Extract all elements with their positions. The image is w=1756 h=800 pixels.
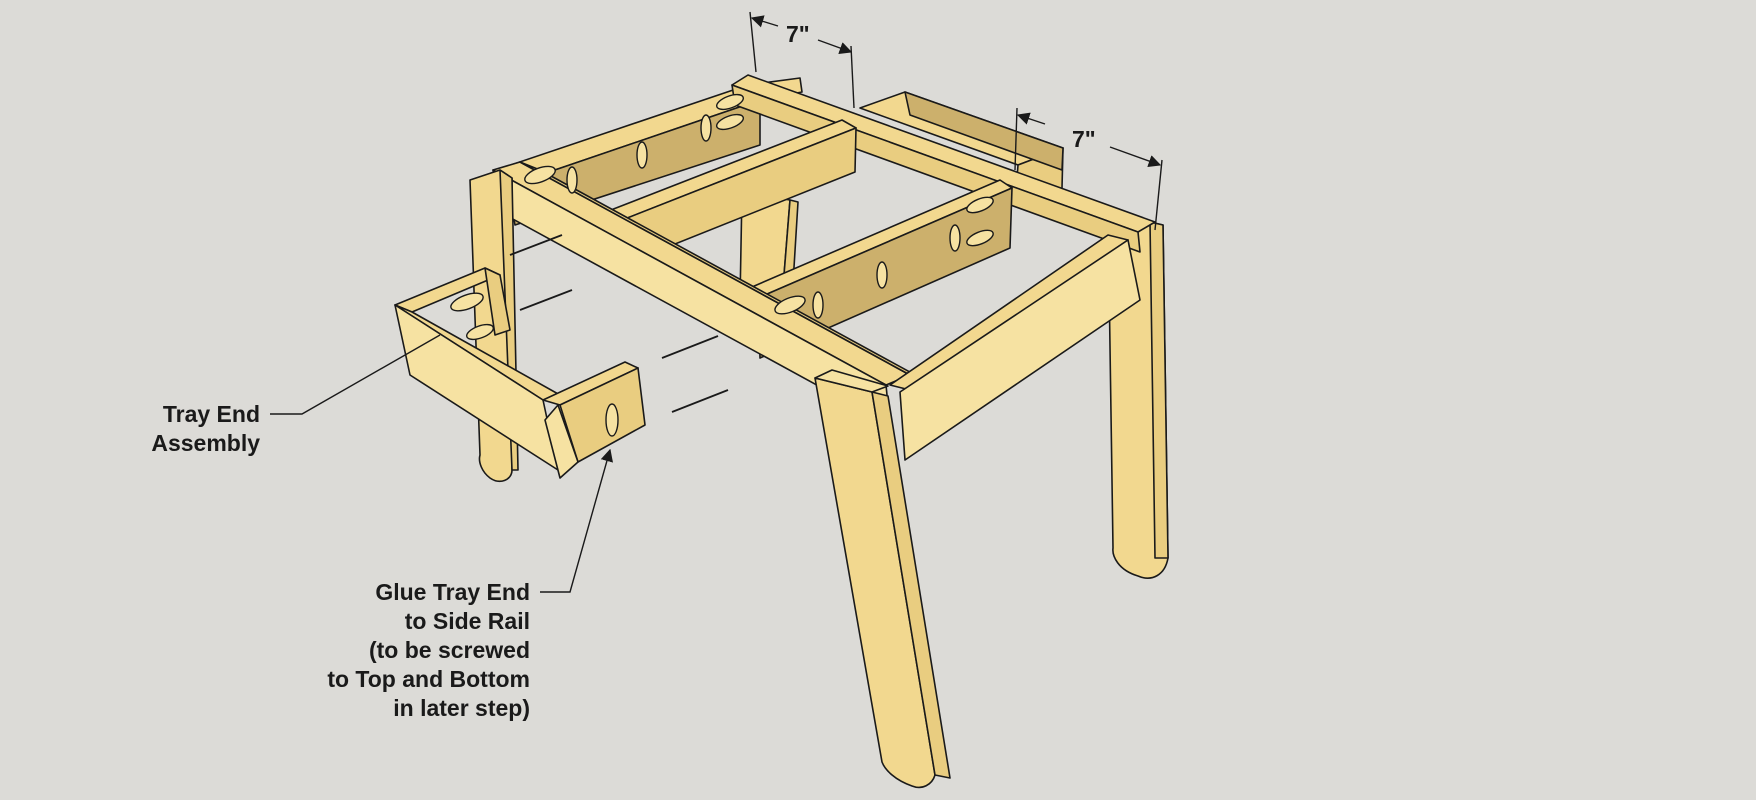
front-right-rail xyxy=(889,234,1141,461)
pocket-hole xyxy=(524,165,556,185)
alignment-dash xyxy=(519,289,573,311)
callout-line: Glue Tray End xyxy=(375,579,530,605)
tray-end-assembly xyxy=(394,267,646,479)
extension-line xyxy=(1014,107,1018,171)
callout-line: in later step) xyxy=(393,695,530,721)
alignment-guides xyxy=(509,234,729,413)
glue-leader xyxy=(540,448,613,593)
pocket-hole xyxy=(774,295,806,315)
extension-line xyxy=(1154,159,1163,231)
pocket-holes xyxy=(450,93,994,437)
pocket-hole xyxy=(566,166,578,194)
tray-end-leader xyxy=(270,334,441,415)
extension-line xyxy=(850,45,855,109)
front-right-leg xyxy=(814,369,951,789)
callout-line: to Top and Bottom xyxy=(327,666,530,692)
callout-line: (to be screwed xyxy=(368,637,530,663)
pocket-hole xyxy=(465,323,495,341)
pocket-hole xyxy=(966,196,994,214)
pocket-hole xyxy=(715,93,745,111)
pocket-hole xyxy=(700,114,712,142)
pocket-hole xyxy=(949,224,961,252)
pocket-hole xyxy=(715,113,745,131)
glue-callout: Glue Tray End to Side Rail (to be screwe… xyxy=(280,578,530,723)
dimension-arrow xyxy=(1016,112,1046,125)
alignment-dash xyxy=(661,335,719,359)
alignment-dash xyxy=(509,234,563,256)
pocket-hole xyxy=(605,403,619,437)
callout-line: Tray End xyxy=(162,401,260,427)
tray-end-callout: Tray End Assembly xyxy=(110,400,260,458)
pocket-hole xyxy=(636,141,648,169)
dimension-lines xyxy=(749,11,1163,231)
dimension-label-top: 7" xyxy=(786,21,810,47)
pocket-hole xyxy=(966,229,994,247)
dimension-arrow xyxy=(1109,146,1162,168)
alignment-dash xyxy=(671,389,729,413)
dimension-arrow xyxy=(750,15,779,28)
pocket-hole xyxy=(812,291,824,319)
dimension-arrow xyxy=(817,39,853,55)
dimension-label-right: 7" xyxy=(1072,126,1096,152)
pocket-hole xyxy=(876,261,888,289)
middle-stretcher xyxy=(597,119,857,269)
callout-line: Assembly xyxy=(151,430,260,456)
callout-line: to Side Rail xyxy=(404,608,530,634)
leader-lines xyxy=(270,334,613,593)
extension-line xyxy=(749,11,757,73)
pocket-hole xyxy=(450,292,484,312)
